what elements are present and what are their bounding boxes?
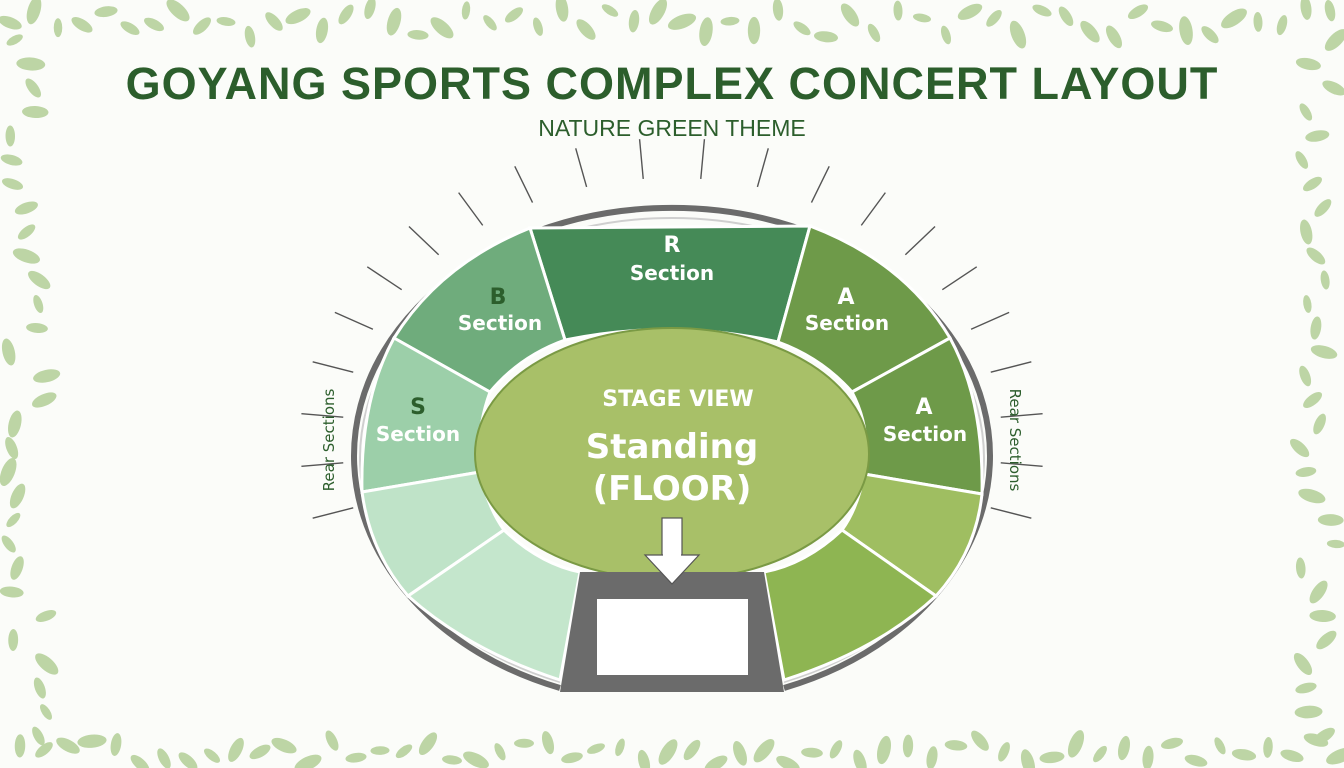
ring-tick (458, 192, 484, 226)
ring-tick (514, 165, 534, 203)
ring-tick (756, 148, 769, 188)
floor-label-line2: (FLOOR) (593, 469, 752, 509)
ring-tick (990, 361, 1032, 373)
ring-tick (941, 266, 978, 291)
stage-platform (597, 599, 748, 675)
section-r-label: Section (630, 261, 714, 285)
ring-tick (638, 139, 644, 180)
rear-sections-right-label: Rear Sections (1006, 389, 1024, 492)
ring-tick (1000, 412, 1043, 418)
section-a-upper-label: Section (805, 311, 889, 335)
section-r-letter: R (664, 233, 681, 258)
section-s-label: Section (376, 422, 460, 446)
ring-tick (312, 507, 354, 519)
section-b-label: Section (458, 311, 542, 335)
stage-arrow-icon (643, 517, 701, 585)
ring-tick (810, 165, 830, 203)
floor-label-line1: Standing (586, 427, 758, 467)
page-title: GOYANG SPORTS COMPLEX CONCERT LAYOUT (125, 58, 1219, 109)
ring-tick (366, 266, 403, 291)
ring-tick (301, 462, 344, 468)
ring-tick (860, 192, 886, 226)
section-a-upper-letter: A (837, 285, 854, 310)
ring-tick (1000, 462, 1043, 468)
ring-tick (408, 225, 440, 256)
section-a-bottom[interactable] (762, 528, 939, 682)
section-a-lower-label: Section (883, 422, 967, 446)
section-s-bottom[interactable] (405, 528, 582, 682)
ring-tick (700, 139, 706, 180)
section-b-letter: B (490, 285, 507, 310)
ring-tick (990, 507, 1032, 519)
page-subtitle: NATURE GREEN THEME (538, 115, 806, 141)
rear-sections-left-label: Rear Sections (320, 388, 338, 491)
ring-tick (301, 412, 344, 418)
section-s-letter: S (410, 395, 426, 420)
ring-tick (970, 311, 1010, 330)
stage (560, 572, 784, 692)
ring-tick (334, 311, 374, 330)
stage-view-label: STAGE VIEW (602, 387, 753, 412)
ring-tick (312, 361, 354, 373)
ring-ticks (301, 139, 1043, 519)
section-a-lower-letter: A (915, 395, 932, 420)
ring-tick (904, 225, 936, 256)
ring-tick (575, 148, 588, 188)
